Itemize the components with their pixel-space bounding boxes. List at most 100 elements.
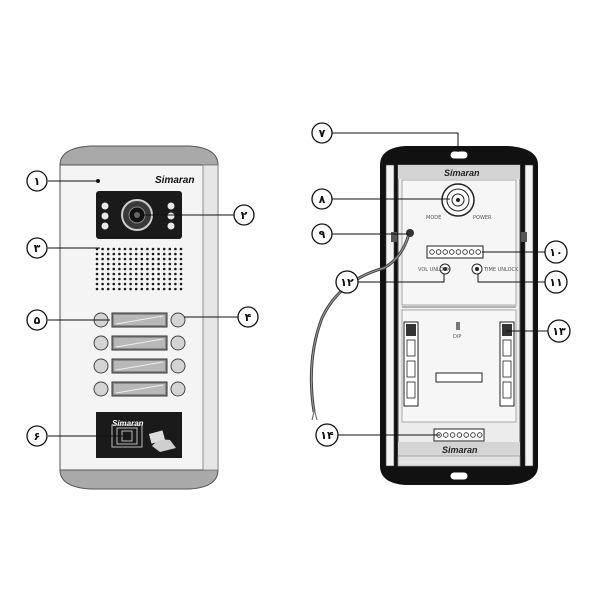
- speaker-hole: [134, 247, 138, 251]
- speaker-hole: [179, 257, 183, 261]
- terminal-screw: [435, 249, 442, 255]
- side-clip: [391, 232, 397, 242]
- speaker-hole: [162, 262, 166, 266]
- terminal-block-main: [426, 245, 484, 259]
- back-speaker-center: [456, 198, 460, 202]
- speaker-hole: [140, 247, 144, 251]
- speaker-hole: [95, 257, 99, 261]
- speaker-hole: [151, 267, 155, 271]
- speaker-hole: [112, 267, 116, 271]
- terminal-screw: [468, 249, 475, 255]
- speaker-hole: [179, 282, 183, 286]
- connector-columns: [403, 321, 515, 407]
- speaker-hole: [134, 282, 138, 286]
- speaker-hole: [151, 252, 155, 256]
- power-label: POWER: [473, 215, 492, 221]
- speaker-hole: [179, 287, 183, 291]
- back-brand-bottom-text: Simaran: [442, 445, 478, 455]
- speaker-hole: [162, 252, 166, 256]
- speaker-hole: [162, 277, 166, 281]
- call-button: [170, 381, 186, 397]
- cable-entry-grommet: [406, 229, 414, 237]
- back-left-rail: [385, 164, 395, 467]
- connector-slot: [502, 360, 512, 378]
- speaker-hole: [140, 277, 144, 281]
- speaker-hole: [129, 257, 132, 261]
- speaker-hole: [146, 287, 149, 291]
- speaker-hole: [129, 267, 132, 271]
- callout-5: ۵: [26, 309, 48, 331]
- speaker-hole: [106, 252, 110, 256]
- speaker-hole: [157, 257, 160, 261]
- speaker-hole: [95, 282, 99, 286]
- terminal-screw: [470, 432, 476, 438]
- speaker-hole: [134, 272, 138, 276]
- speaker-hole: [140, 262, 144, 266]
- speaker-hole: [146, 247, 149, 251]
- speaker-hole: [146, 282, 149, 286]
- speaker-hole: [168, 287, 172, 291]
- speaker-hole: [106, 257, 110, 261]
- speaker-hole: [123, 287, 127, 291]
- unlock-time-adjuster-center: [475, 267, 479, 271]
- ir-led: [167, 212, 175, 220]
- speaker-hole: [123, 282, 127, 286]
- unlock-time-label: TIME UNLOCK: [483, 267, 519, 273]
- callout-11-label: ۱۱: [549, 276, 562, 289]
- callout-8: ۸: [311, 188, 333, 210]
- speaker-hole: [151, 247, 155, 251]
- speaker-hole: [129, 272, 132, 276]
- speaker-hole: [95, 262, 99, 266]
- ir-led: [167, 222, 175, 230]
- ir-led: [101, 222, 109, 230]
- connector-slot: [406, 339, 416, 357]
- speaker-hole: [118, 262, 121, 266]
- speaker-hole: [146, 257, 149, 261]
- speaker-hole: [168, 252, 172, 256]
- back-right-rail: [524, 164, 534, 467]
- speaker-hole: [101, 272, 104, 276]
- speaker-hole: [140, 252, 144, 256]
- speaker-hole: [123, 267, 127, 271]
- callout-6: ۶: [26, 425, 48, 447]
- speaker-hole: [95, 272, 99, 276]
- speaker-hole: [106, 282, 110, 286]
- speaker-hole: [134, 252, 138, 256]
- speaker-hole: [151, 272, 155, 276]
- speaker-hole: [157, 287, 160, 291]
- connector-slot: [406, 360, 416, 378]
- front-brand-text: Simaran: [155, 175, 194, 186]
- call-button: [93, 381, 109, 397]
- callout-3-label: ۳: [34, 242, 41, 255]
- speaker-hole: [151, 282, 155, 286]
- speaker-hole: [168, 277, 172, 281]
- speaker-hole: [134, 257, 138, 261]
- callout-7-label: ۷: [319, 127, 326, 140]
- terminal-screw: [429, 249, 435, 255]
- speaker-hole: [174, 287, 177, 291]
- speaker-hole: [101, 282, 104, 286]
- speaker-hole: [146, 252, 149, 256]
- speaker-hole: [123, 247, 127, 251]
- speaker-hole: [101, 252, 104, 256]
- speaker-hole: [146, 272, 149, 276]
- speaker-hole: [106, 287, 110, 291]
- leader-line-12: [358, 274, 445, 283]
- speaker-hole: [123, 252, 127, 256]
- speaker-hole: [168, 247, 172, 251]
- speaker-hole: [157, 272, 160, 276]
- terminal-screw: [475, 249, 481, 255]
- connection-cable-highlight: [310, 233, 410, 413]
- speaker-hole: [140, 272, 144, 276]
- speaker-hole: [157, 277, 160, 281]
- speaker-hole: [140, 257, 144, 261]
- speaker-hole: [118, 287, 121, 291]
- speaker-hole: [112, 272, 116, 276]
- terminal-screw: [462, 249, 468, 255]
- back-speaker-ring: [451, 193, 465, 207]
- speaker-hole: [123, 277, 127, 281]
- speaker-hole: [140, 267, 144, 271]
- speaker-hole: [106, 272, 110, 276]
- connector-slot: [502, 339, 512, 357]
